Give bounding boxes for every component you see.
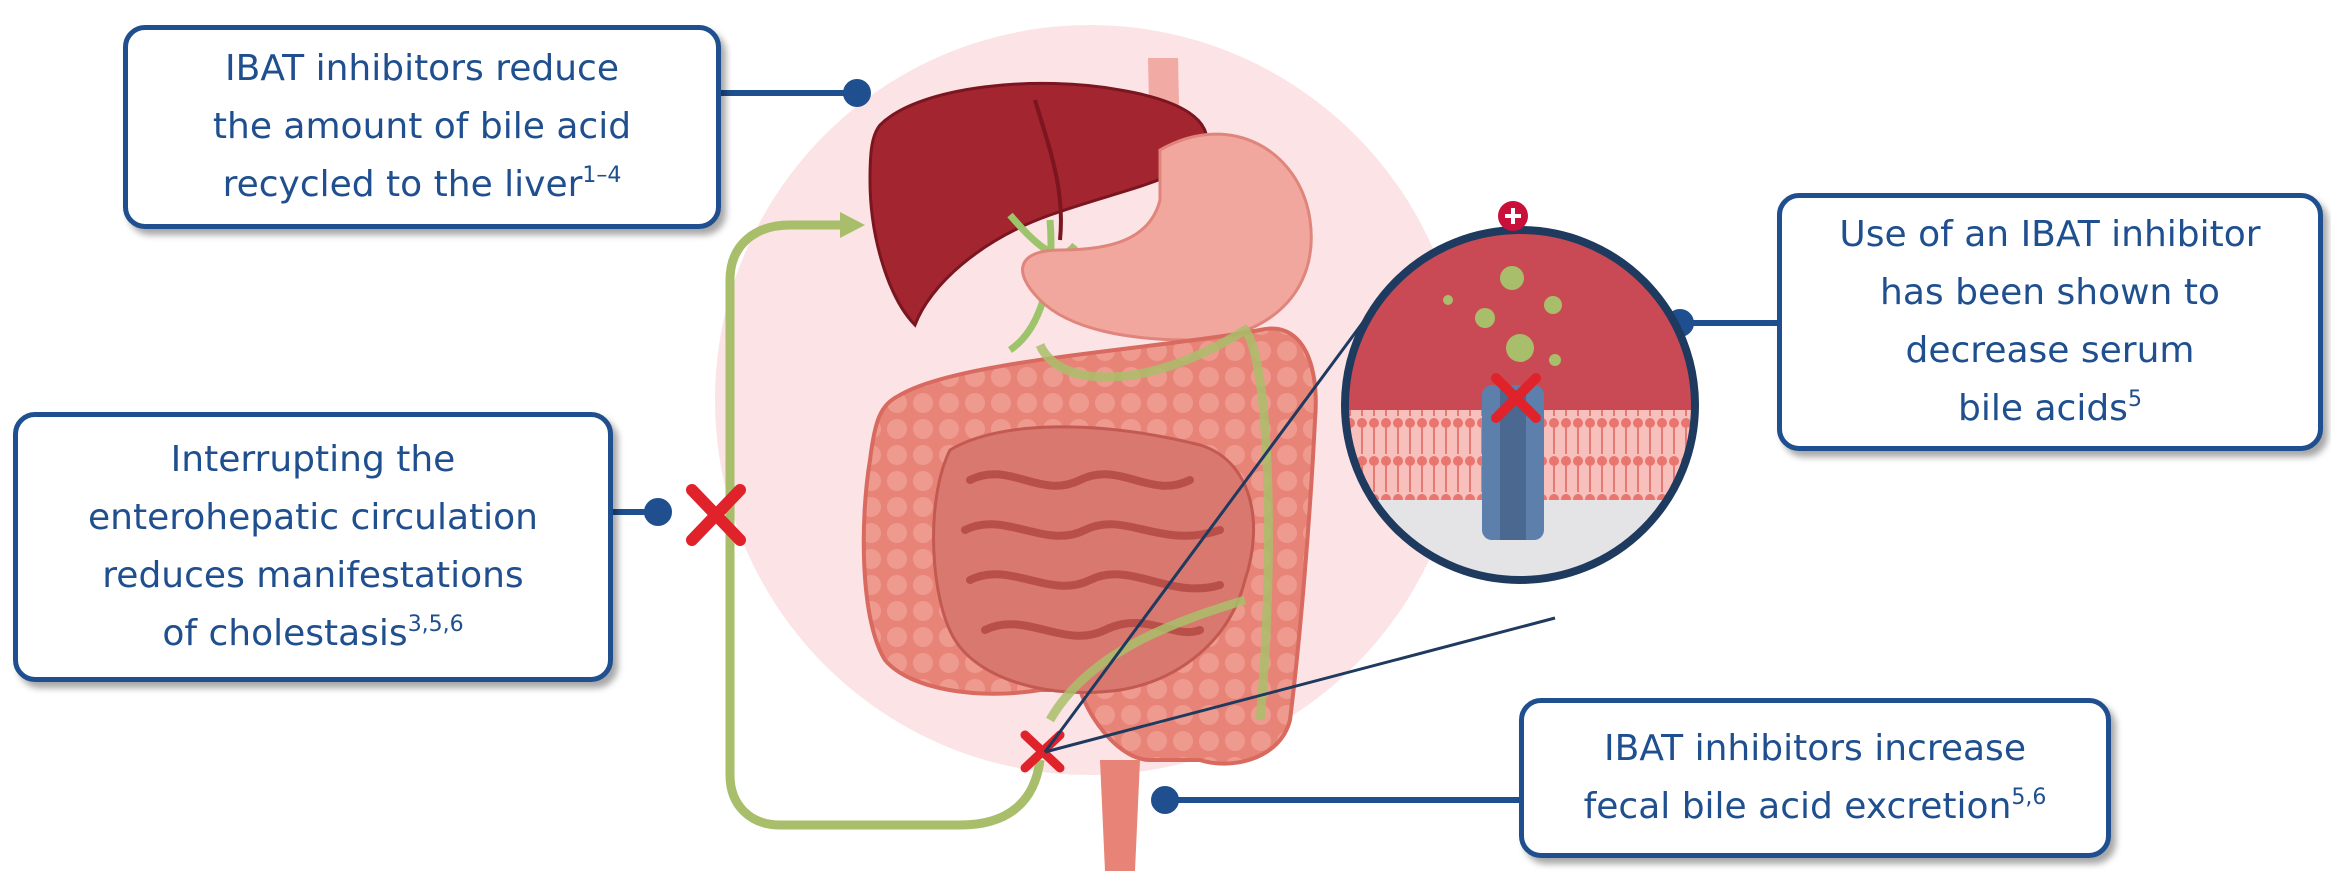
citation: 3,5,6 bbox=[408, 612, 464, 637]
callout-interrupting-circulation: Interrupting the enterohepatic circulati… bbox=[13, 412, 613, 682]
callout-line: Interrupting the bbox=[171, 431, 456, 489]
callout-line: IBAT inhibitors reduce bbox=[225, 40, 619, 98]
callout-line: IBAT inhibitors increase bbox=[1604, 720, 2026, 778]
callout-line: the amount of bile acid bbox=[213, 98, 631, 156]
callout-line: of cholestasis3,5,6 bbox=[162, 605, 463, 663]
callout-liver-recycling: IBAT inhibitors reduce the amount of bil… bbox=[123, 25, 721, 229]
callout-fecal-excretion: IBAT inhibitors increase fecal bile acid… bbox=[1519, 698, 2111, 858]
citation: 1–4 bbox=[582, 163, 621, 188]
callout-text: bile acids bbox=[1958, 388, 2128, 429]
callout-line: fecal bile acid excretion5,6 bbox=[1584, 778, 2047, 836]
callout-line: recycled to the liver1–4 bbox=[223, 156, 622, 214]
callout-serum-bile-acids: Use of an IBAT inhibitor has been shown … bbox=[1777, 193, 2323, 451]
callout-text: fecal bile acid excretion bbox=[1584, 786, 2012, 827]
callout-text: recycled to the liver bbox=[223, 164, 583, 205]
callout-line: has been shown to bbox=[1880, 264, 2220, 322]
callout-line: bile acids5 bbox=[1958, 380, 2142, 438]
callout-line: Use of an IBAT inhibitor bbox=[1839, 206, 2260, 264]
callout-text: of cholestasis bbox=[162, 613, 407, 654]
plus-icon bbox=[1498, 201, 1528, 231]
rectum bbox=[1100, 760, 1140, 871]
citation: 5,6 bbox=[2011, 785, 2046, 810]
callout-line: decrease serum bbox=[1906, 322, 2195, 380]
citation: 5 bbox=[2128, 387, 2142, 412]
callout-line: reduces manifestations bbox=[102, 547, 523, 605]
callout-line: enterohepatic circulation bbox=[88, 489, 538, 547]
